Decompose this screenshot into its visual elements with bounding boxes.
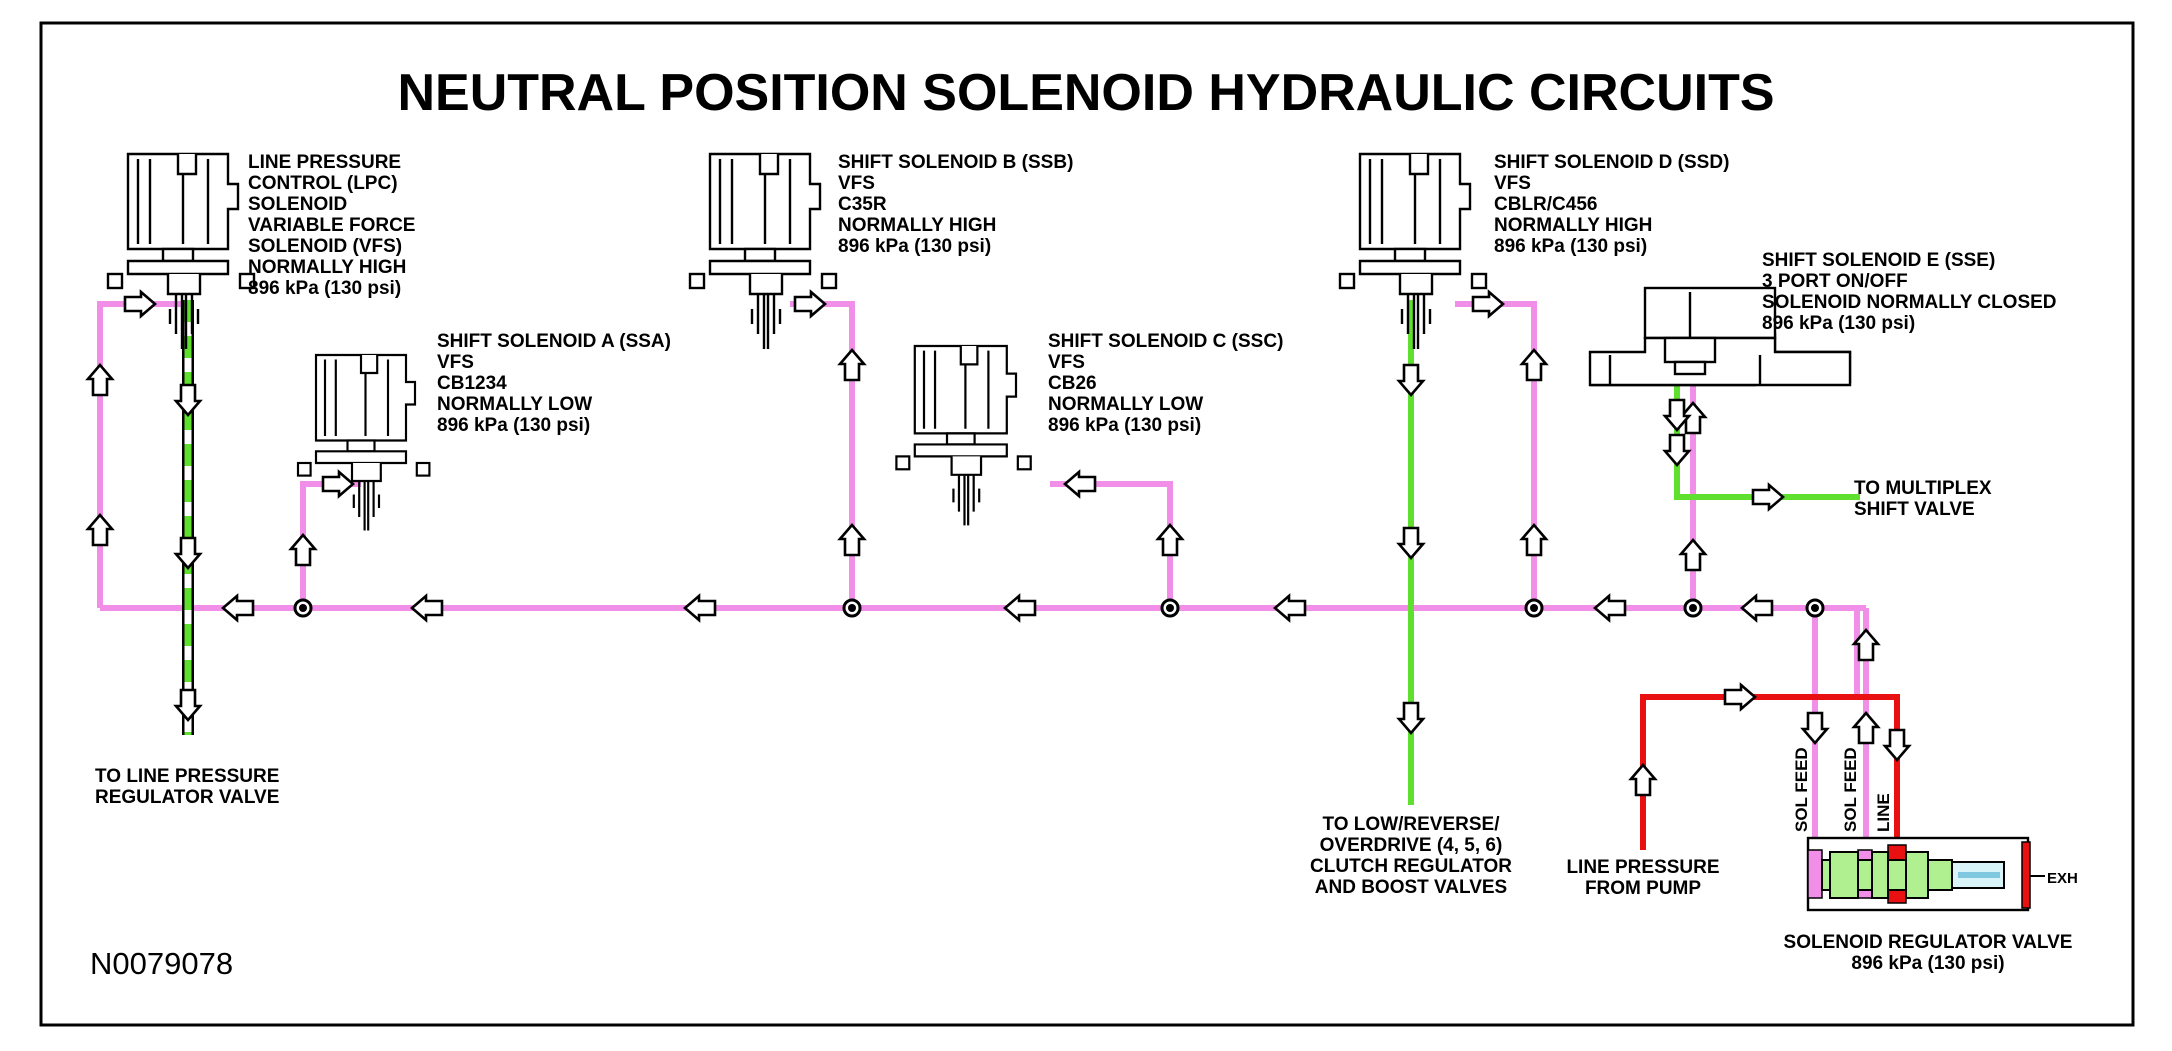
ssc-label-line: 896 kPa (130 psi) [1048,415,1201,436]
low-reverse-label: TO LOW/REVERSE/ OVERDRIVE (4, 5, 6) CLUT… [1310,814,1512,898]
ssa-label-line: VFS [437,352,474,373]
ssa-label-line: CB1234 [437,373,507,394]
line-pressure-regulator-label: TO LINE PRESSURE REGULATOR VALVE [95,766,279,808]
lpc-label-line: CONTROL (LPC) [248,173,398,194]
sol-feed-port-label: SOL FEED [1792,747,1811,832]
destination-label-line: LINE PRESSURE [1566,857,1719,878]
ssb-label-line: NORMALLY HIGH [838,215,996,236]
ssc-label-line: NORMALLY LOW [1048,394,1203,415]
destination-label-line: OVERDRIVE (4, 5, 6) [1320,835,1503,856]
destination-label-line: TO LINE PRESSURE [95,766,279,787]
ssd-label-line: VFS [1494,173,1531,194]
ssb-label-line: C35R [838,194,887,215]
ssd-label-line: CBLR/C456 [1494,194,1597,215]
ssa-label-line: 896 kPa (130 psi) [437,415,590,436]
regulator-valve-label-line: 896 kPa (130 psi) [1851,953,2004,974]
lpc-label-line: LINE PRESSURE [248,152,401,173]
sse-label-line: SHIFT SOLENOID E (SSE) [1762,250,1995,271]
regulator-valve-label: SOLENOID REGULATOR VALVE 896 kPa (130 ps… [1784,932,2073,974]
sse-label: SHIFT SOLENOID E (SSE) 3 PORT ON/OFF SOL… [1762,250,2057,334]
ssa-label-line: SHIFT SOLENOID A (SSA) [437,331,671,352]
destination-label-line: CLUTCH REGULATOR [1310,856,1512,877]
sse-label-line: 3 PORT ON/OFF [1762,271,1908,292]
lpc-label-line: SOLENOID (VFS) [248,236,402,257]
exhaust-port-label: EXH [2047,870,2078,887]
destination-label-line: FROM PUMP [1585,878,1701,899]
destination-label-line: AND BOOST VALVES [1315,877,1507,898]
destination-label-line: REGULATOR VALVE [95,787,279,808]
line-port-label: LINE [1874,793,1893,832]
ssa-label-line: NORMALLY LOW [437,394,592,415]
ssc-label-line: CB26 [1048,373,1097,394]
solenoid-regulator-valve [1806,836,2045,912]
ssd-label: SHIFT SOLENOID D (SSD) VFS CBLR/C456 NOR… [1494,152,1729,257]
lpc-label-line: VARIABLE FORCE [248,215,415,236]
ssd-label-line: SHIFT SOLENOID D (SSD) [1494,152,1729,173]
pump-label: LINE PRESSURE FROM PUMP [1566,857,1719,899]
diagram-border [39,21,2135,1027]
lpc-label-line: NORMALLY HIGH [248,257,406,278]
ssc-label: SHIFT SOLENOID C (SSC) VFS CB26 NORMALLY… [1048,331,1283,436]
ssb-label-line: 896 kPa (130 psi) [838,236,991,257]
multiplex-label: TO MULTIPLEX SHIFT VALVE [1854,478,1992,520]
ssc-label-line: VFS [1048,352,1085,373]
ssc-label-line: SHIFT SOLENOID C (SSC) [1048,331,1283,352]
sol-feed-port-label: SOL FEED [1841,747,1860,832]
sse-label-line: SOLENOID NORMALLY CLOSED [1762,292,2057,313]
regulator-valve-label-line: SOLENOID REGULATOR VALVE [1784,932,2073,953]
sse-solenoid [1588,286,1852,387]
ssb-label-line: SHIFT SOLENOID B (SSB) [838,152,1073,173]
lpc-label-line: 896 kPa (130 psi) [248,278,401,299]
destination-label-line: TO LOW/REVERSE/ [1322,814,1500,835]
ssb-label-line: VFS [838,173,875,194]
diagram-title: NEUTRAL POSITION SOLENOID HYDRAULIC CIRC… [397,64,1774,122]
figure-code: N0079078 [90,946,233,981]
lpc-label-line: SOLENOID [248,194,347,215]
sse-label-line: 896 kPa (130 psi) [1762,313,1915,334]
ssd-label-line: NORMALLY HIGH [1494,215,1652,236]
destination-label-line: SHIFT VALVE [1854,499,1975,520]
ssd-label-line: 896 kPa (130 psi) [1494,236,1647,257]
lpc-label: LINE PRESSURE CONTROL (LPC) SOLENOID VAR… [248,152,415,299]
ssa-label: SHIFT SOLENOID A (SSA) VFS CB1234 NORMAL… [437,331,671,436]
destination-label-line: TO MULTIPLEX [1854,478,1992,499]
ssb-label: SHIFT SOLENOID B (SSB) VFS C35R NORMALLY… [838,152,1073,257]
